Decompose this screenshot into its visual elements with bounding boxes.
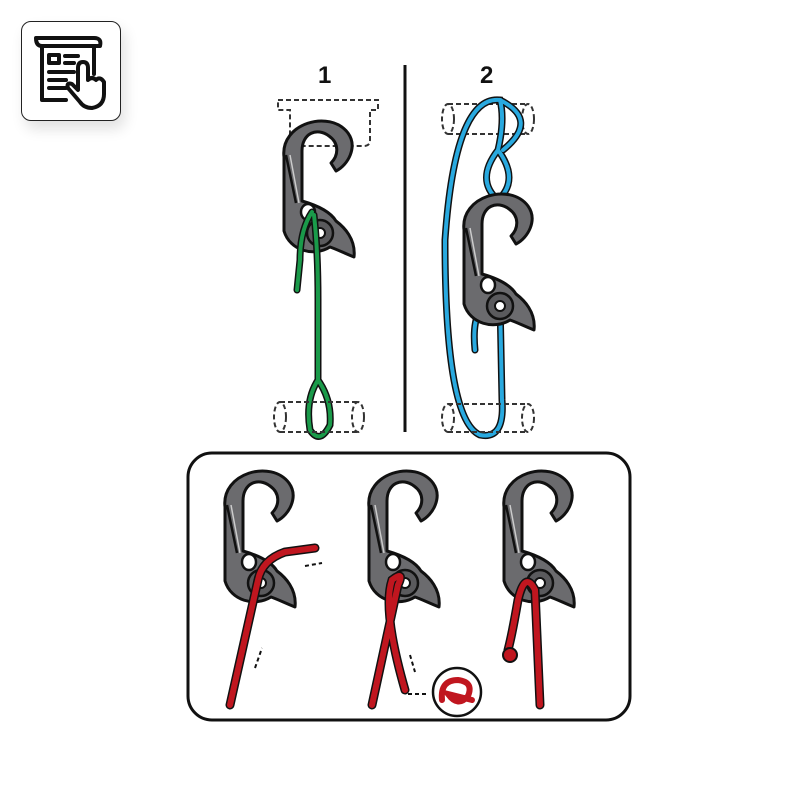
- knot-steps-panel: [186, 451, 632, 722]
- step-1-label: 1: [318, 62, 332, 89]
- step-1-illustration: [273, 99, 379, 440]
- knot-detail: [431, 666, 483, 718]
- step-2-illustration: [441, 96, 536, 440]
- carabiner-2: [462, 192, 536, 332]
- instructions-icon-button[interactable]: [21, 21, 121, 121]
- step-2-label: 2: [480, 62, 494, 89]
- document-tap-icon: [34, 36, 106, 110]
